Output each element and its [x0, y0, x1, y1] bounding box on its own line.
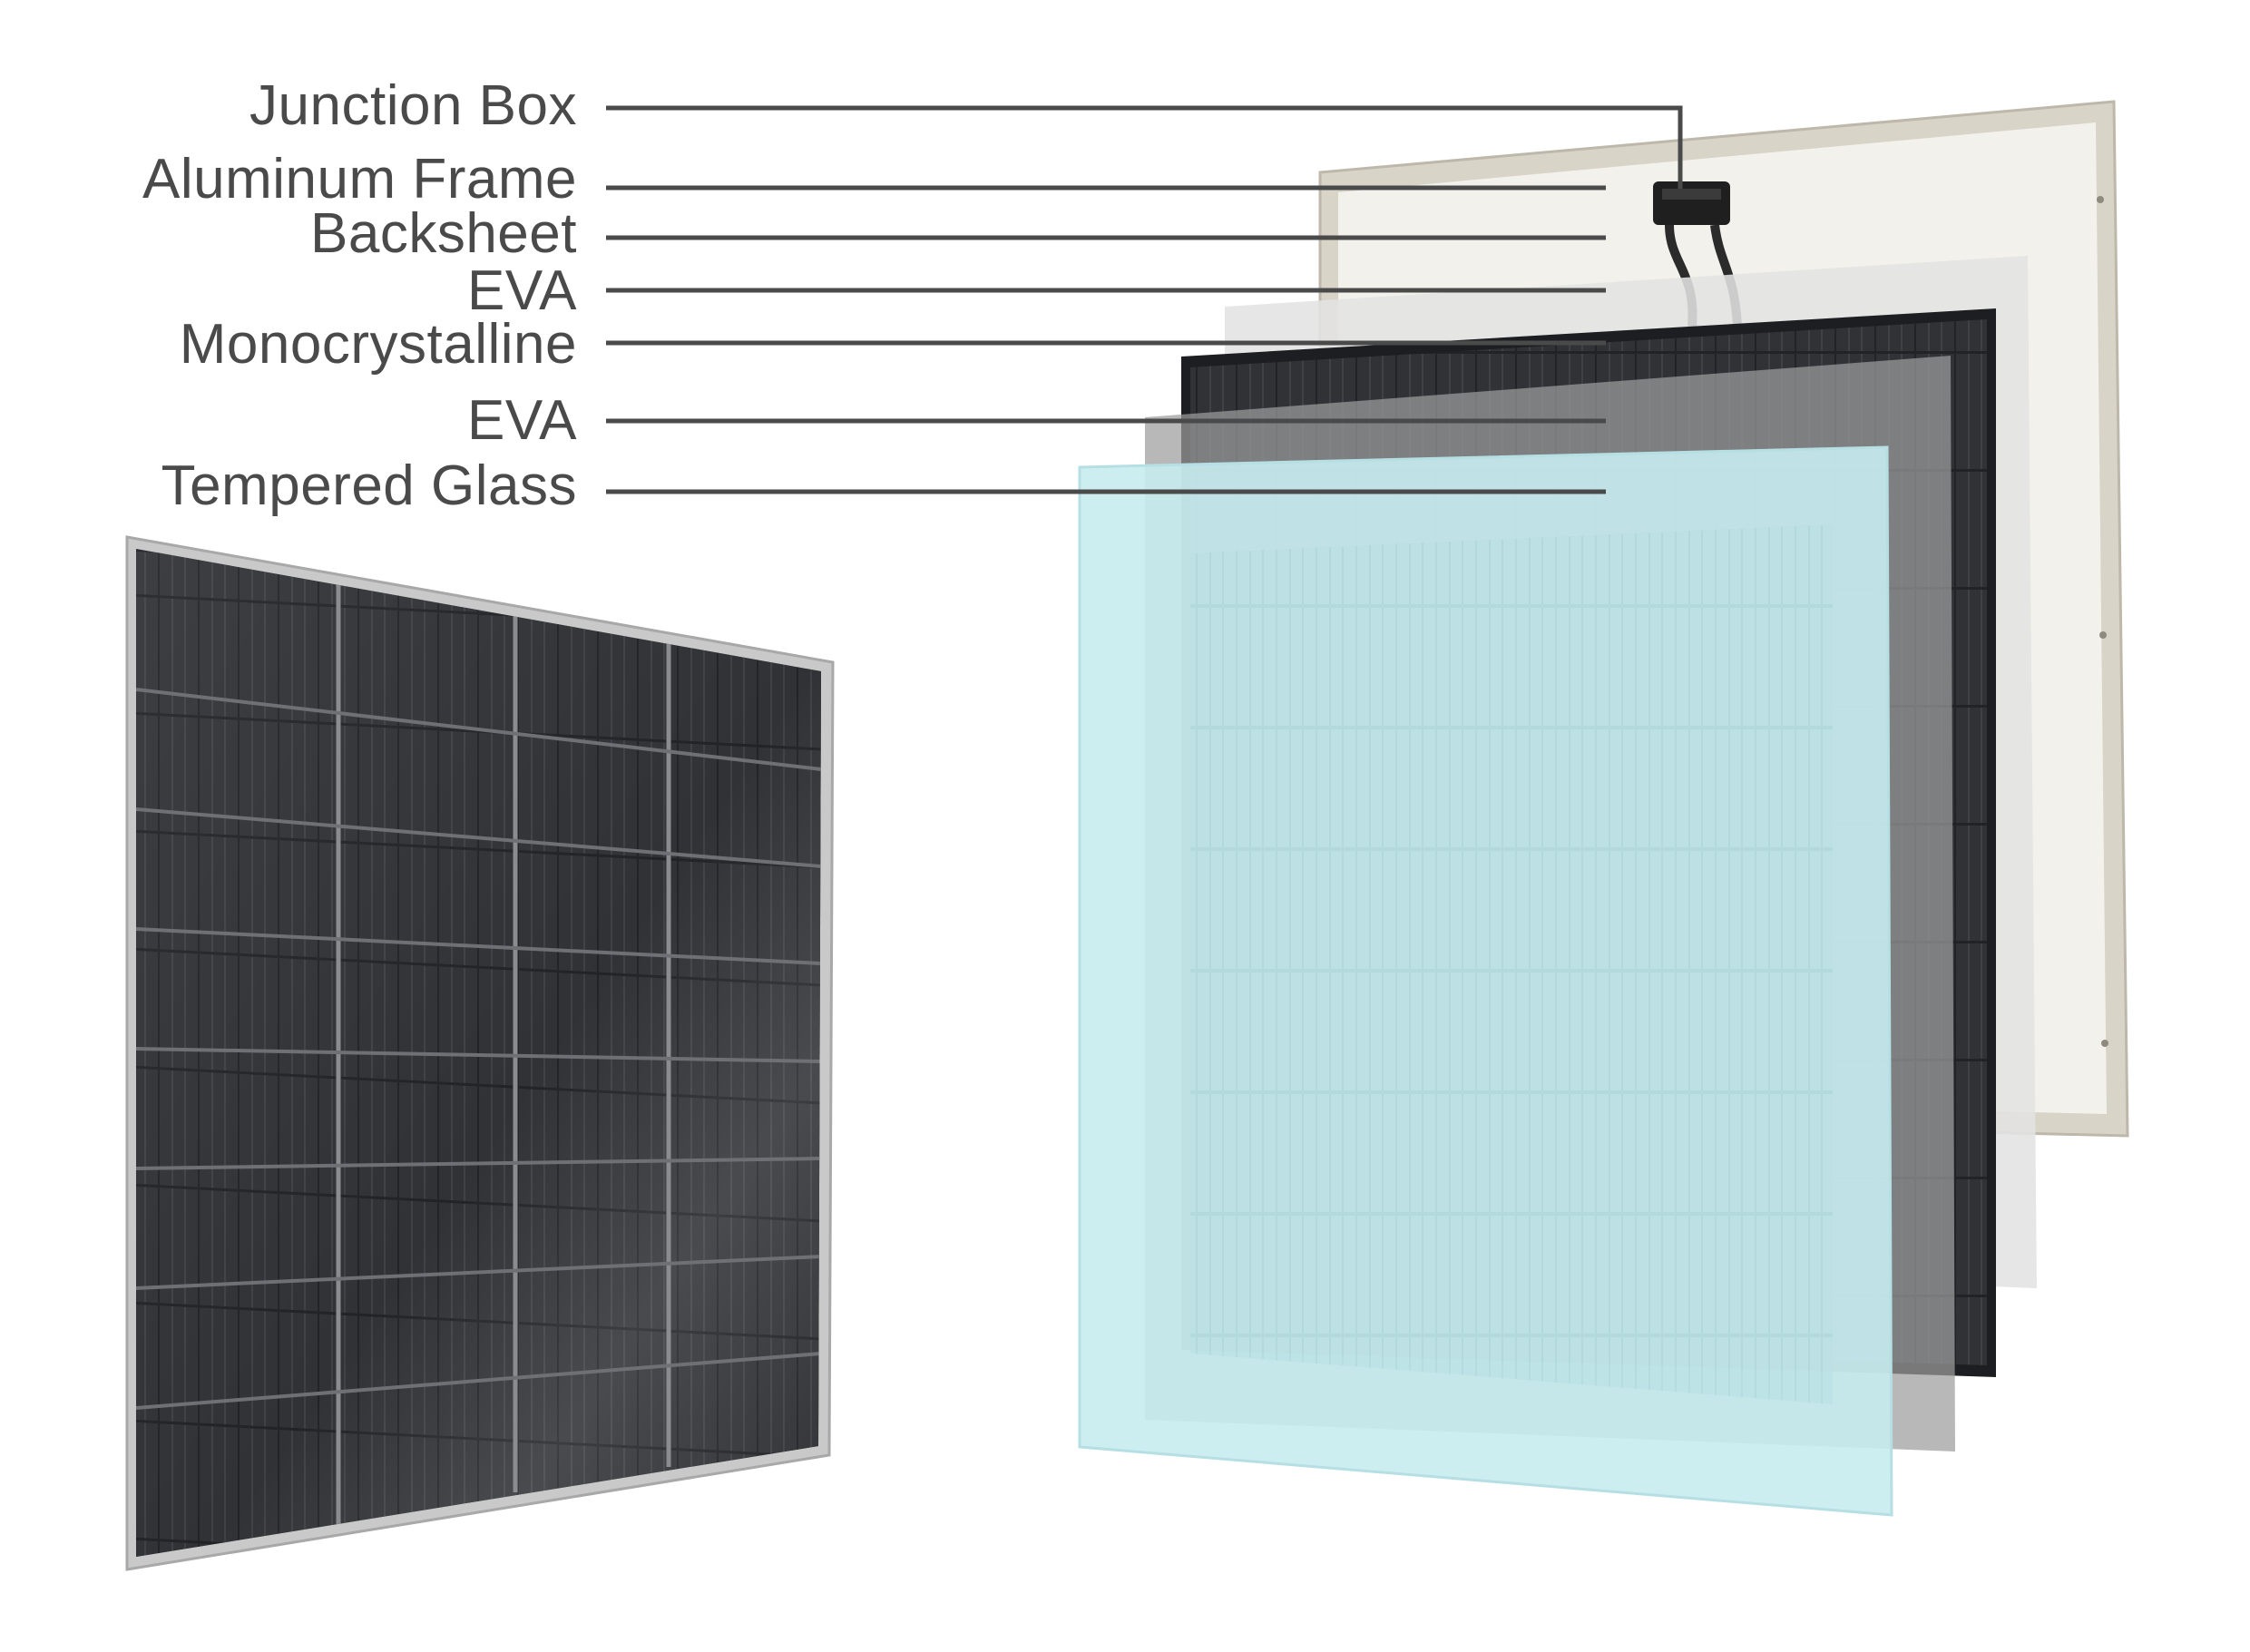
label-monocrystalline: Monocrystalline [180, 313, 577, 376]
exploded-layers [1078, 100, 2129, 1517]
leader-lines [606, 105, 1683, 494]
leader-junction-box [606, 105, 1683, 189]
label-tempered-glass: Tempered Glass [161, 455, 577, 517]
layer-tempered-glass [1078, 445, 1893, 1517]
front-solar-panel [125, 535, 835, 1571]
callout-labels: Junction Box Aluminum Frame Backsheet EV… [142, 74, 577, 517]
label-eva-bottom: EVA [467, 389, 577, 452]
label-backsheet: Backsheet [310, 202, 577, 265]
label-junction-box: Junction Box [249, 74, 577, 137]
label-eva-top: EVA [467, 259, 577, 322]
front-panel-cells [136, 549, 821, 1557]
label-aluminum-frame: Aluminum Frame [142, 148, 577, 210]
